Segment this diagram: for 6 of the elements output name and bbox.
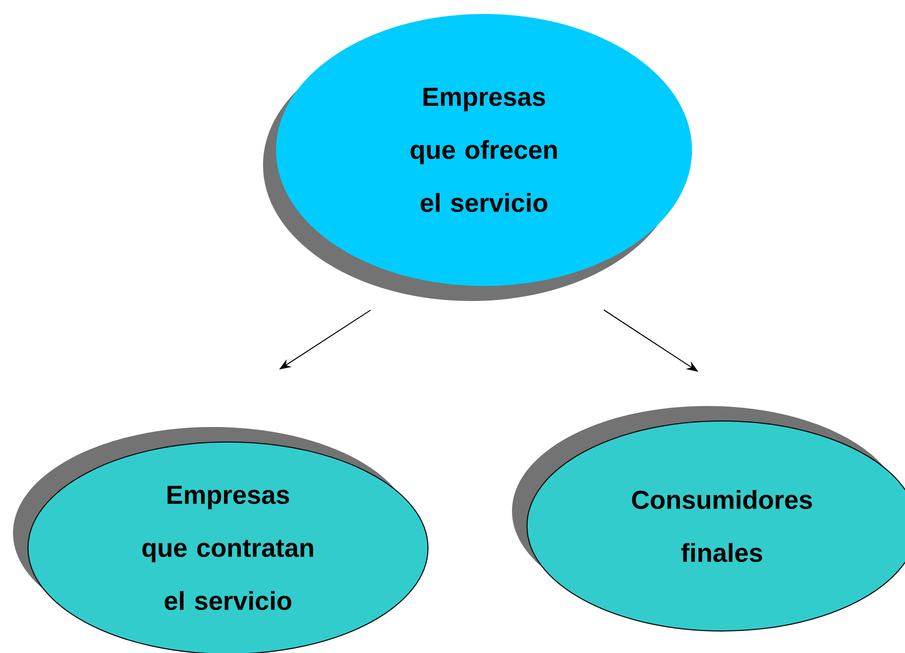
node-text: Consumidores finales [632,490,812,562]
node-text: Empresas que contratan el servicio [142,486,314,610]
ellipse-node [526,420,905,632]
node-text: Empresas que ofrecen el servicio [410,88,557,212]
ellipse-node [28,441,428,653]
ellipse-node [276,14,692,286]
